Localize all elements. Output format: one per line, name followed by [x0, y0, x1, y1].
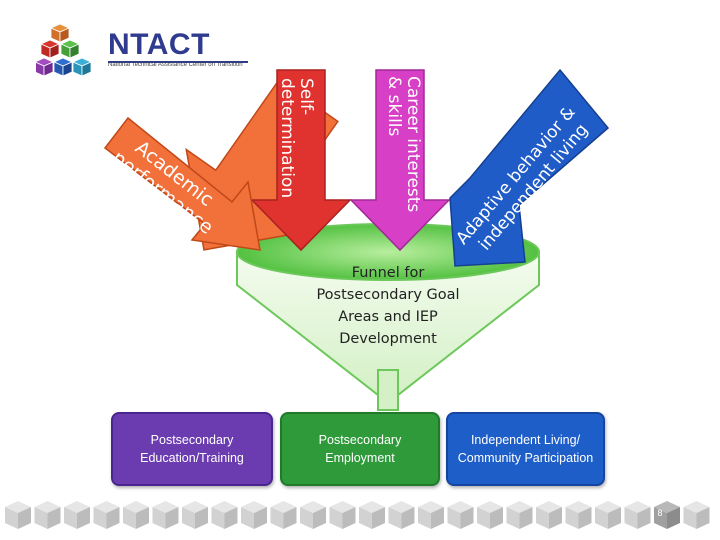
decorative-cube-row	[5, 501, 710, 529]
cube-icon	[152, 501, 179, 529]
self-determination-arrow	[250, 69, 352, 252]
cube-icon	[93, 501, 120, 529]
cube-icon	[565, 501, 592, 529]
independent-living-box: Independent Living/ Community Participat…	[446, 412, 605, 486]
cube-icon	[329, 501, 356, 529]
career-interests-label: Career interests & skills	[384, 76, 423, 218]
cube-icon	[5, 501, 31, 529]
funnel-label: Funnel for Postsecondary Goal Areas and …	[270, 262, 506, 350]
funnel-line-1: Funnel for	[351, 265, 425, 281]
logo-title: NTACT	[108, 28, 210, 61]
cube-icon	[64, 501, 90, 529]
cube-icon	[34, 501, 61, 529]
cube-icon	[595, 501, 621, 529]
ntact-logo: NTACT National Technical Assistance Cent…	[36, 22, 256, 82]
cube-icon	[182, 501, 208, 529]
education-training-box: Postsecondary Education/Training	[111, 412, 273, 486]
independent-line-2: Community Participation	[457, 451, 594, 465]
employment-line-1: Postsecondary	[318, 433, 402, 447]
cube-icon	[447, 501, 474, 529]
funnel-diagram: Academic performance Self- determination…	[103, 68, 610, 411]
cube-icon	[123, 501, 149, 529]
cube-icon	[211, 501, 238, 529]
cube-icon	[270, 501, 297, 529]
self-determination-label: Self- determination	[277, 78, 316, 198]
employment-box: Postsecondary Employment	[280, 412, 440, 486]
logo-subtitle: National Technical Assistance Center on …	[108, 62, 243, 68]
cube-icon	[506, 501, 533, 529]
cube-icon	[477, 501, 503, 529]
cube-icon	[624, 501, 651, 529]
funnel-line-2: Postsecondary Goal	[316, 287, 460, 303]
independent-line-1: Independent Living/	[470, 433, 581, 447]
cube-icon	[300, 501, 326, 529]
page-number: 8	[657, 508, 663, 518]
funnel-line-3: Areas and IEP	[338, 309, 438, 325]
cube-icon	[418, 501, 444, 529]
career-interests-arrow	[349, 69, 451, 252]
cube-icon	[241, 501, 267, 529]
logo-underline	[108, 61, 248, 63]
cube-icon	[388, 501, 415, 529]
cube-icon	[536, 501, 562, 529]
cubes-logo-icon	[36, 23, 92, 77]
funnel-line-4: Development	[339, 331, 437, 347]
cube-icon	[359, 501, 385, 529]
employment-line-2: Employment	[325, 451, 395, 465]
cube-icon	[654, 501, 680, 529]
education-line-2: Education/Training	[140, 451, 244, 465]
education-line-1: Postsecondary	[150, 433, 234, 447]
cube-icon	[683, 501, 710, 529]
adaptive-behavior-arrow	[449, 68, 610, 267]
academic-arrow-body	[103, 116, 261, 251]
